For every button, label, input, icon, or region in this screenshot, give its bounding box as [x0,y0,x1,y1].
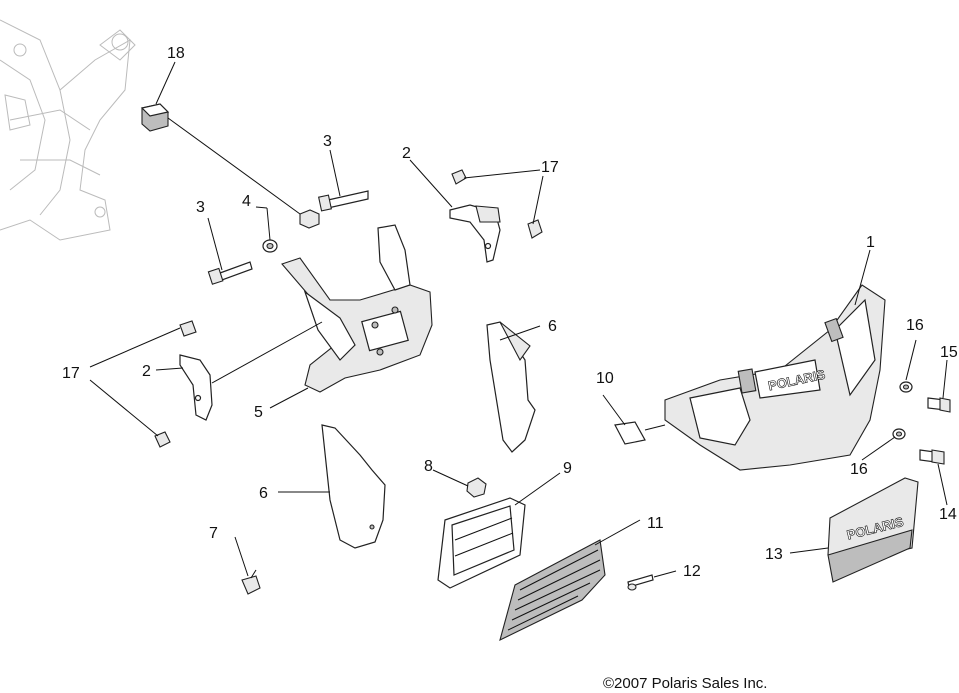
part-13-grille: POLARIS [827,477,919,583]
callout-18: 18 [167,45,185,62]
callout-16-lower: 16 [850,461,868,478]
part-2-bracket-upper [449,204,501,263]
part-9-grille-bracket [437,497,526,589]
part-6-panel-right [486,321,536,453]
callout-16-upper: 16 [906,317,924,334]
callout-2-lower: 2 [142,363,151,380]
callout-5: 5 [254,404,263,421]
copyright-notice: ©2007 Polaris Sales Inc. [603,675,767,692]
part-2-bracket-lower [179,354,213,421]
callout-2-upper: 2 [402,145,411,162]
callout-4: 4 [242,193,251,210]
part-7-bolt [241,569,261,595]
callout-8: 8 [424,458,433,475]
callout-1: 1 [866,234,875,251]
callout-14: 14 [939,506,957,523]
callout-7: 7 [209,525,218,542]
callout-9: 9 [563,460,572,477]
part-1-front-bumper: POLARIS [664,284,886,471]
callout-12: 12 [683,563,701,580]
callout-15: 15 [940,344,958,361]
part-12-screw [627,574,654,591]
part-4-nut [262,209,320,253]
part-17-screws [154,169,543,448]
part-8-nut [466,477,487,498]
callout-6-right: 6 [548,318,557,335]
part-18-bumper-pad [140,103,170,132]
callout-3-upper: 3 [323,133,332,150]
part-3-bolt-lower [207,261,253,285]
part-5-bumper-frame [281,224,433,393]
part-10-decal [614,421,646,445]
callout-labels: 18 3 2 17 3 4 1 6 16 15 17 2 10 5 16 8 9… [62,45,958,580]
callout-10: 10 [596,370,614,387]
part-15-bolt [927,397,951,413]
callout-6-left: 6 [259,485,268,502]
callout-17-lower: 17 [62,365,80,382]
callout-11: 11 [647,515,664,532]
part-3-bolt-upper [318,190,369,212]
part-6-panel-left [321,424,386,549]
part-14-bolt [919,449,945,465]
leader-lines [89,61,948,578]
vehicle-frame [0,19,136,241]
callout-13: 13 [765,546,783,563]
callout-17-upper: 17 [541,159,559,176]
part-16-washers [892,381,913,440]
callout-3-lower: 3 [196,199,205,216]
part-11-mesh-screen [499,539,606,642]
